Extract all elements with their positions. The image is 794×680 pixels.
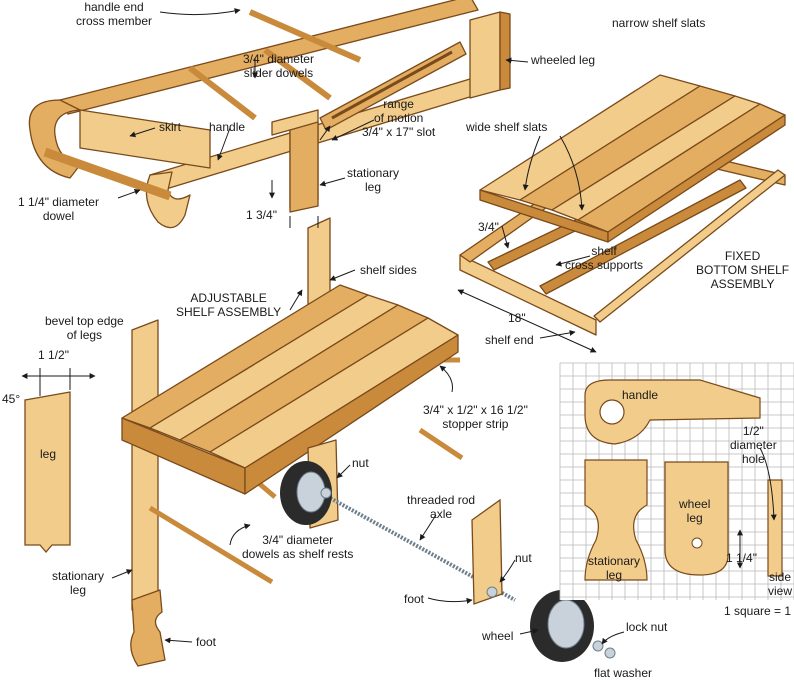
shelf-slats-side: [607, 114, 786, 243]
label-adjustable-shelf: ADJUSTABLE SHELF ASSEMBLY: [176, 291, 282, 319]
label-handle-grid: handle: [622, 388, 659, 402]
label-stopper-strip: 3/4" x 1/2" x 16 1/2" stopper strip: [423, 403, 528, 431]
label-dim-18: 18": [508, 311, 526, 325]
flat-washer-part: [604, 647, 616, 659]
label-bevel-top-edge: bevel top edge of legs: [45, 314, 124, 342]
stationary-leg-top-face: [289, 121, 319, 213]
wheel-axle-assembly: [280, 461, 616, 662]
wheeled-leg-part: [469, 11, 501, 99]
cross-dowel-3: [248, 9, 362, 63]
label-dim-1-3-4: 1 3/4": [246, 208, 277, 222]
nut-lower: [486, 586, 498, 598]
label-wheel-leg-grid: wheel leg: [679, 497, 711, 525]
label-angle-45: 45°: [2, 392, 21, 406]
label-handle-top: handle: [209, 120, 246, 134]
leg-bevel-detail: [21, 368, 96, 553]
handle-curve-rear: [28, 99, 81, 179]
stopper-dowel-2: [418, 427, 464, 461]
handle-pattern: [584, 379, 761, 445]
leg-detail-part: [24, 391, 71, 553]
label-handle-end-cross-member: handle end cross member: [76, 0, 153, 28]
label-stationary-leg-grid: stationary leg: [588, 554, 641, 582]
label-side-view: side view: [768, 570, 793, 598]
stationary-leg-long: [131, 319, 159, 611]
stationary-leg-pattern: [584, 459, 648, 581]
label-dim-1-1-4: 1 1/4": [726, 551, 757, 565]
label-leg: leg: [40, 447, 57, 461]
label-foot-bottom: foot: [196, 635, 217, 649]
label-nut-bottom: nut: [515, 551, 532, 565]
wheeled-leg-face: [499, 11, 511, 91]
label-scale-note: 1 square = 1: [724, 604, 792, 618]
label-shelf-cross-supports: shelf cross supports: [565, 244, 644, 272]
lock-nut-part: [592, 640, 604, 652]
stationary-foot: [130, 589, 166, 667]
shelf-rest-dowel-1: [148, 505, 274, 585]
label-dowels-shelf-rests: 3/4" diameter dowels as shelf rests: [242, 533, 354, 561]
label-dowel: 1 1/4" diameter dowel: [18, 195, 99, 223]
label-stationary-leg-bottom: stationary leg: [52, 569, 105, 597]
label-fixed-bottom-shelf: FIXED BOTTOM SHELF ASSEMBLY: [696, 249, 790, 291]
label-wheel: wheel: [482, 629, 514, 643]
label-lock-nut: lock nut: [626, 620, 668, 634]
label-skirt: skirt: [159, 120, 181, 134]
label-wheeled-leg: wheeled leg: [531, 53, 596, 67]
adjustable-shelf-assembly: [121, 217, 464, 667]
trolley-base-assembly: [28, 0, 511, 229]
label-range-of-motion: range of motion 3/4" x 17" slot: [362, 97, 436, 139]
axle-hole: [691, 537, 703, 549]
label-shelf-sides: shelf sides: [360, 263, 417, 277]
handle-hole: [599, 399, 625, 425]
leader-lines: [111, 8, 777, 645]
label-half-inch-hole: 1/2" diameter hole: [730, 424, 777, 466]
label-flat-washer: flat washer: [594, 666, 653, 680]
cross-dowel-1: [188, 65, 257, 121]
pattern-grid: [559, 362, 794, 600]
label-shelf-end: shelf end: [485, 333, 534, 347]
nut-upper: [320, 487, 332, 499]
label-wide-shelf-slats: wide shelf slats: [466, 120, 548, 134]
label-narrow-shelf-slats: narrow shelf slats: [612, 16, 706, 30]
label-dim-3-4: 3/4": [478, 220, 499, 234]
slot-opening: [331, 50, 453, 120]
wheel-lower-hub: [547, 599, 585, 649]
wheel-leg-right: [471, 498, 503, 605]
skirt-board: [79, 109, 211, 169]
label-foot-mid: foot: [404, 592, 425, 606]
handle-dowel: [43, 147, 172, 201]
side-view-strip: [767, 479, 783, 577]
wheel-leg-pattern: [664, 461, 729, 576]
label-threaded-rod-axle: threaded rod axle: [407, 493, 476, 521]
fixed-bottom-shelf-assembly: [459, 74, 786, 336]
label-stationary-leg-top: stationary leg: [347, 166, 400, 194]
label-slider-dowels: 3/4" diameter slider dowels: [243, 52, 314, 80]
label-dim-1-1-2: 1 1/2": [38, 348, 69, 362]
cross-dowel-2: [263, 47, 332, 101]
label-nut-top: nut: [352, 456, 369, 470]
